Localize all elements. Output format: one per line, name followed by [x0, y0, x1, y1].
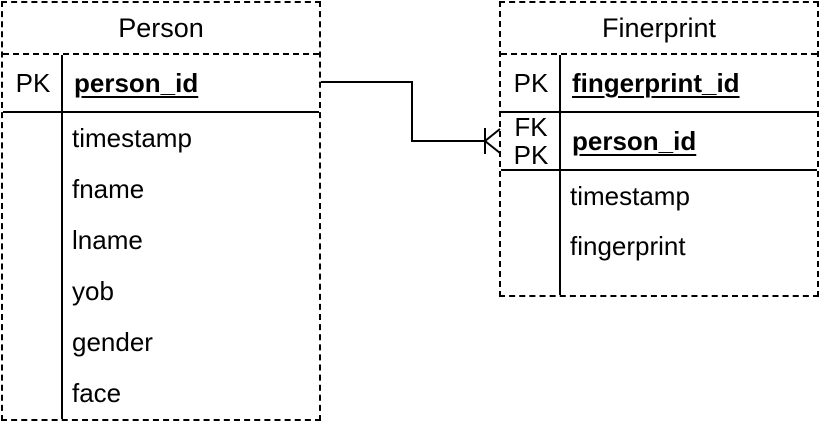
attribute-fname: fname: [72, 174, 145, 204]
table-title-label: Finerprint: [601, 12, 717, 43]
attribute-gender: gender: [72, 327, 153, 357]
attribute-fingerprint: fingerprint: [570, 230, 686, 261]
key-column-divider: [559, 55, 561, 295]
attribute-timestamp: timestamp: [570, 180, 690, 211]
key-column-divider: [61, 55, 63, 419]
key-row-fingerprint-id: PK fingerprint_id: [501, 55, 817, 113]
key-row-person-id-fk: FK PK person_id: [501, 113, 817, 171]
attribute-yob: yob: [72, 276, 114, 306]
pk-badge: PK: [513, 68, 549, 98]
attribute-list: timestamp fingerprint: [501, 171, 817, 295]
key-badge-cell: PK: [3, 69, 63, 97]
entity-table-fingerprint: Finerprint PK fingerprint_id FK PK perso…: [499, 1, 819, 297]
relationship-line: [321, 81, 485, 142]
fk-badge: FK: [514, 112, 548, 142]
attribute-timestamp: timestamp: [72, 123, 192, 153]
key-badge-cell: PK: [501, 69, 561, 97]
entity-table-person: Person PK person_id timestamp fname lnam…: [1, 1, 321, 421]
attribute-list: timestamp fname lname yob gender face: [3, 113, 319, 419]
table-title-person: Person: [3, 3, 319, 55]
key-badge-cell: FK PK: [501, 113, 561, 169]
crows-foot-many-icon: [484, 128, 501, 154]
key-field-person-id: person_id: [572, 125, 697, 156]
pk-badge: PK: [513, 140, 549, 170]
attribute-face: face: [72, 378, 122, 408]
key-row-person-id: PK person_id: [3, 55, 319, 113]
key-field-person-id: person_id: [74, 67, 199, 98]
table-title-label: Person: [118, 12, 204, 43]
table-title-fingerprint: Finerprint: [501, 3, 817, 55]
pk-badge: PK: [15, 68, 51, 98]
attribute-lname: lname: [72, 225, 143, 255]
key-field-fingerprint-id: fingerprint_id: [572, 67, 740, 98]
